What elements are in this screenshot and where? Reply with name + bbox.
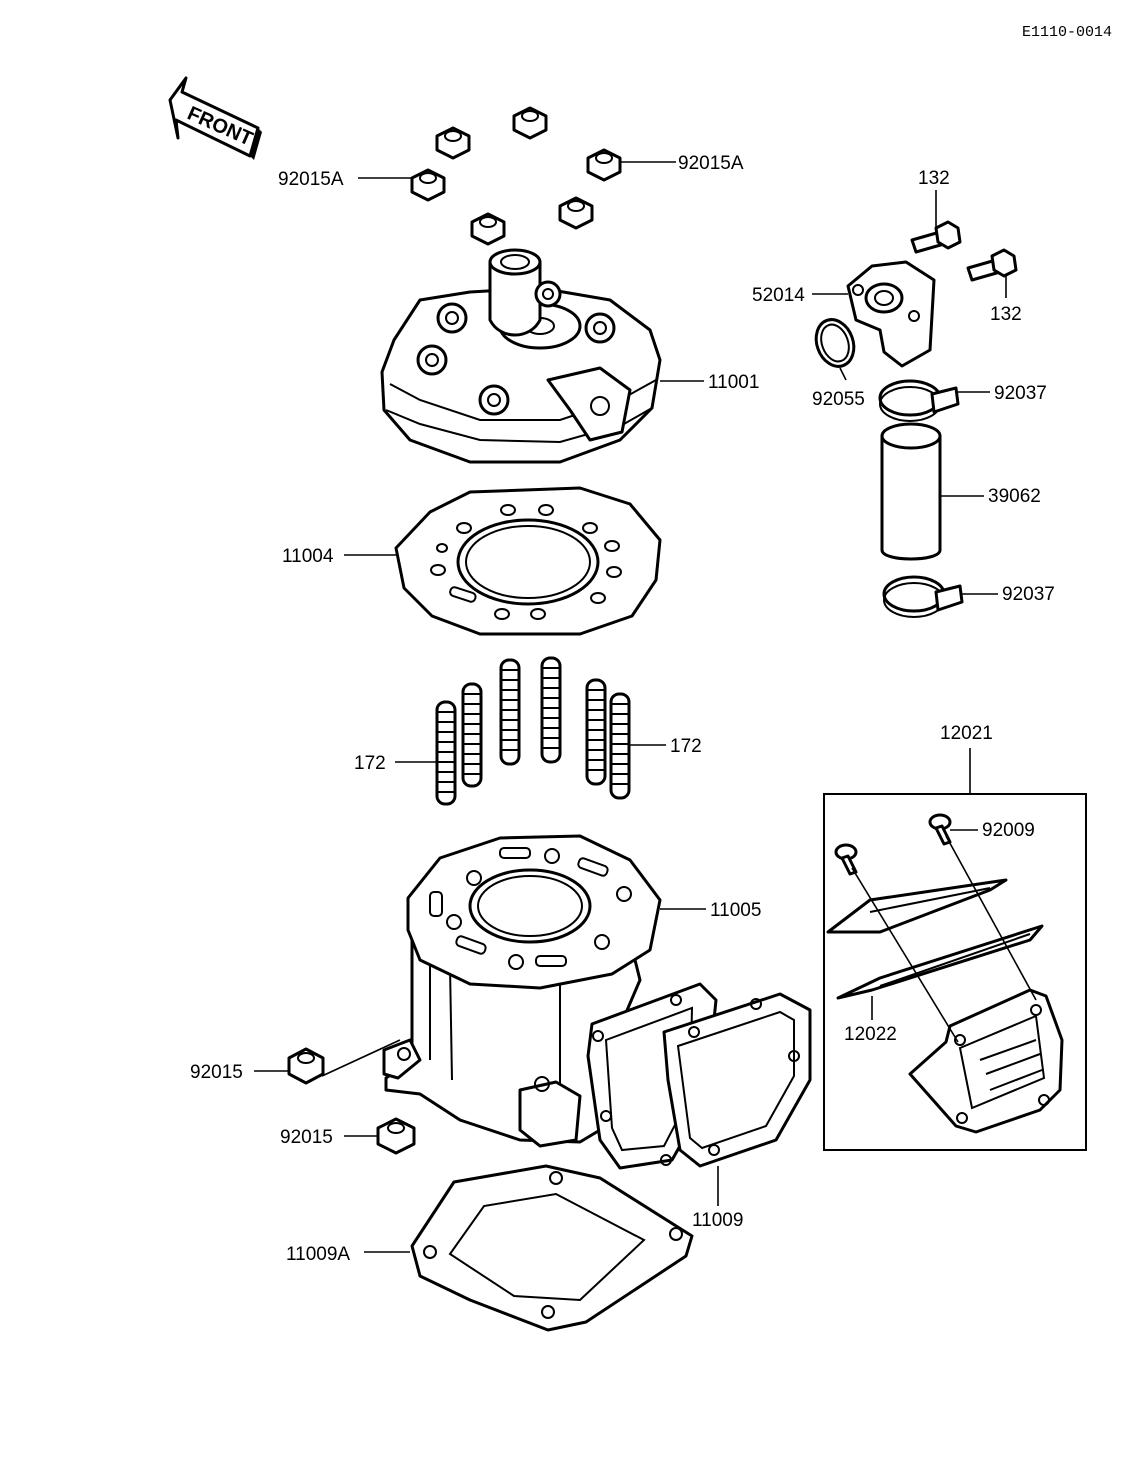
label-11009A: 11009A bbox=[286, 1244, 350, 1265]
label-92015A-left: 92015A bbox=[278, 169, 344, 190]
nut-icon bbox=[558, 196, 594, 230]
stud-icon bbox=[499, 658, 521, 766]
cylinder-nut-lower bbox=[376, 1117, 416, 1155]
label-11001: 11001 bbox=[708, 372, 759, 393]
base-gasket bbox=[410, 1164, 694, 1332]
label-11004: 11004 bbox=[282, 546, 334, 567]
cylinder bbox=[382, 834, 662, 1148]
bolt-icon bbox=[966, 248, 1018, 282]
label-11005: 11005 bbox=[710, 900, 761, 921]
label-12022: 12022 bbox=[844, 1024, 897, 1045]
o-ring bbox=[814, 318, 856, 368]
stud-icon bbox=[609, 692, 631, 800]
cylinder-nut-upper bbox=[287, 1047, 325, 1085]
screw-icon bbox=[928, 813, 952, 846]
water-pipe bbox=[846, 260, 936, 368]
label-92009: 92009 bbox=[982, 820, 1035, 841]
label-132-top: 132 bbox=[918, 168, 950, 189]
cylinder-head bbox=[380, 248, 662, 464]
label-92055: 92055 bbox=[812, 389, 865, 410]
nut-icon bbox=[470, 212, 506, 246]
head-gasket bbox=[394, 486, 662, 636]
label-92037-upper: 92037 bbox=[994, 383, 1047, 404]
nut-icon bbox=[435, 126, 471, 160]
stud-icon bbox=[435, 700, 457, 806]
label-92015-lower: 92015 bbox=[280, 1127, 333, 1148]
stud-icon bbox=[585, 678, 607, 786]
nut-icon bbox=[410, 168, 446, 202]
nut-icon bbox=[586, 148, 622, 182]
stud-group bbox=[435, 656, 631, 806]
document-code: E1110-0014 bbox=[1022, 24, 1112, 41]
front-arrow-icon: FRONT bbox=[168, 76, 262, 160]
label-92015A-right: 92015A bbox=[678, 153, 744, 174]
label-39062: 39062 bbox=[988, 486, 1041, 507]
reed-petal bbox=[836, 924, 1044, 1000]
label-11009: 11009 bbox=[692, 1210, 743, 1231]
stud-icon bbox=[461, 682, 483, 788]
leader-lines bbox=[254, 161, 1007, 1253]
reed-valve-assy-box bbox=[823, 748, 1087, 1151]
hose-clamp-lower bbox=[882, 575, 964, 618]
nut-icon bbox=[512, 106, 548, 140]
part-labels: 92015A 92015A 11001 11004 172 172 11005 … bbox=[190, 153, 1055, 1265]
label-92037-lower: 92037 bbox=[1002, 584, 1055, 605]
hose bbox=[880, 422, 942, 561]
label-172-right: 172 bbox=[670, 736, 702, 757]
label-52014: 52014 bbox=[752, 285, 805, 306]
hose-clamp-upper bbox=[878, 379, 960, 422]
label-12021: 12021 bbox=[940, 723, 993, 744]
label-172-left: 172 bbox=[354, 753, 386, 774]
stud-icon bbox=[540, 656, 562, 764]
reed-block bbox=[908, 988, 1064, 1134]
label-92015-upper: 92015 bbox=[190, 1062, 243, 1083]
reed-stopper-plate bbox=[826, 878, 1008, 934]
bolt-icon bbox=[910, 220, 962, 254]
label-132-right: 132 bbox=[990, 304, 1022, 325]
reed-valve-gasket-inner bbox=[662, 992, 812, 1168]
head-nut-group bbox=[410, 106, 622, 246]
